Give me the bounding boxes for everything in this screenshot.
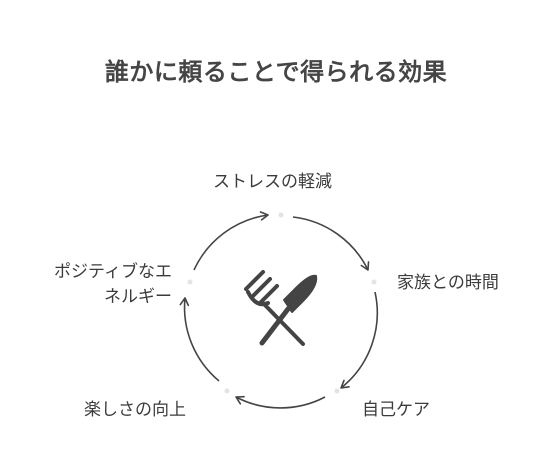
arrow-bottomleft-to-left bbox=[179, 297, 220, 382]
node-dot-bottomleft bbox=[224, 388, 230, 394]
item-positive-energy: ポジティブなエ ネルギー bbox=[25, 260, 172, 310]
fork-knife-icon bbox=[244, 270, 318, 346]
item-family-time: 家族との時間 bbox=[397, 273, 499, 293]
item-fun-improvement: 楽しさの向上 bbox=[84, 400, 186, 420]
arrow-left-to-top bbox=[193, 211, 269, 271]
item-positive-energy-line2: ネルギー bbox=[104, 287, 172, 307]
item-positive-energy-line1: ポジティブなエ bbox=[54, 262, 172, 282]
arrow-right-to-bottomright bbox=[340, 291, 379, 389]
node-dot-right bbox=[371, 279, 377, 285]
node-dot-bottomright bbox=[334, 388, 340, 394]
item-self-care: 自己ケア bbox=[362, 400, 430, 420]
arrow-top-to-right bbox=[292, 216, 370, 271]
item-stress-reduction: ストレスの軽減 bbox=[213, 172, 332, 192]
diagram-title: 誰かに頼ることで得られる効果 bbox=[104, 58, 448, 86]
arrow-bottomright-to-bottomleft bbox=[235, 395, 326, 409]
node-dot-left bbox=[187, 279, 193, 285]
node-dot-top bbox=[278, 212, 284, 218]
